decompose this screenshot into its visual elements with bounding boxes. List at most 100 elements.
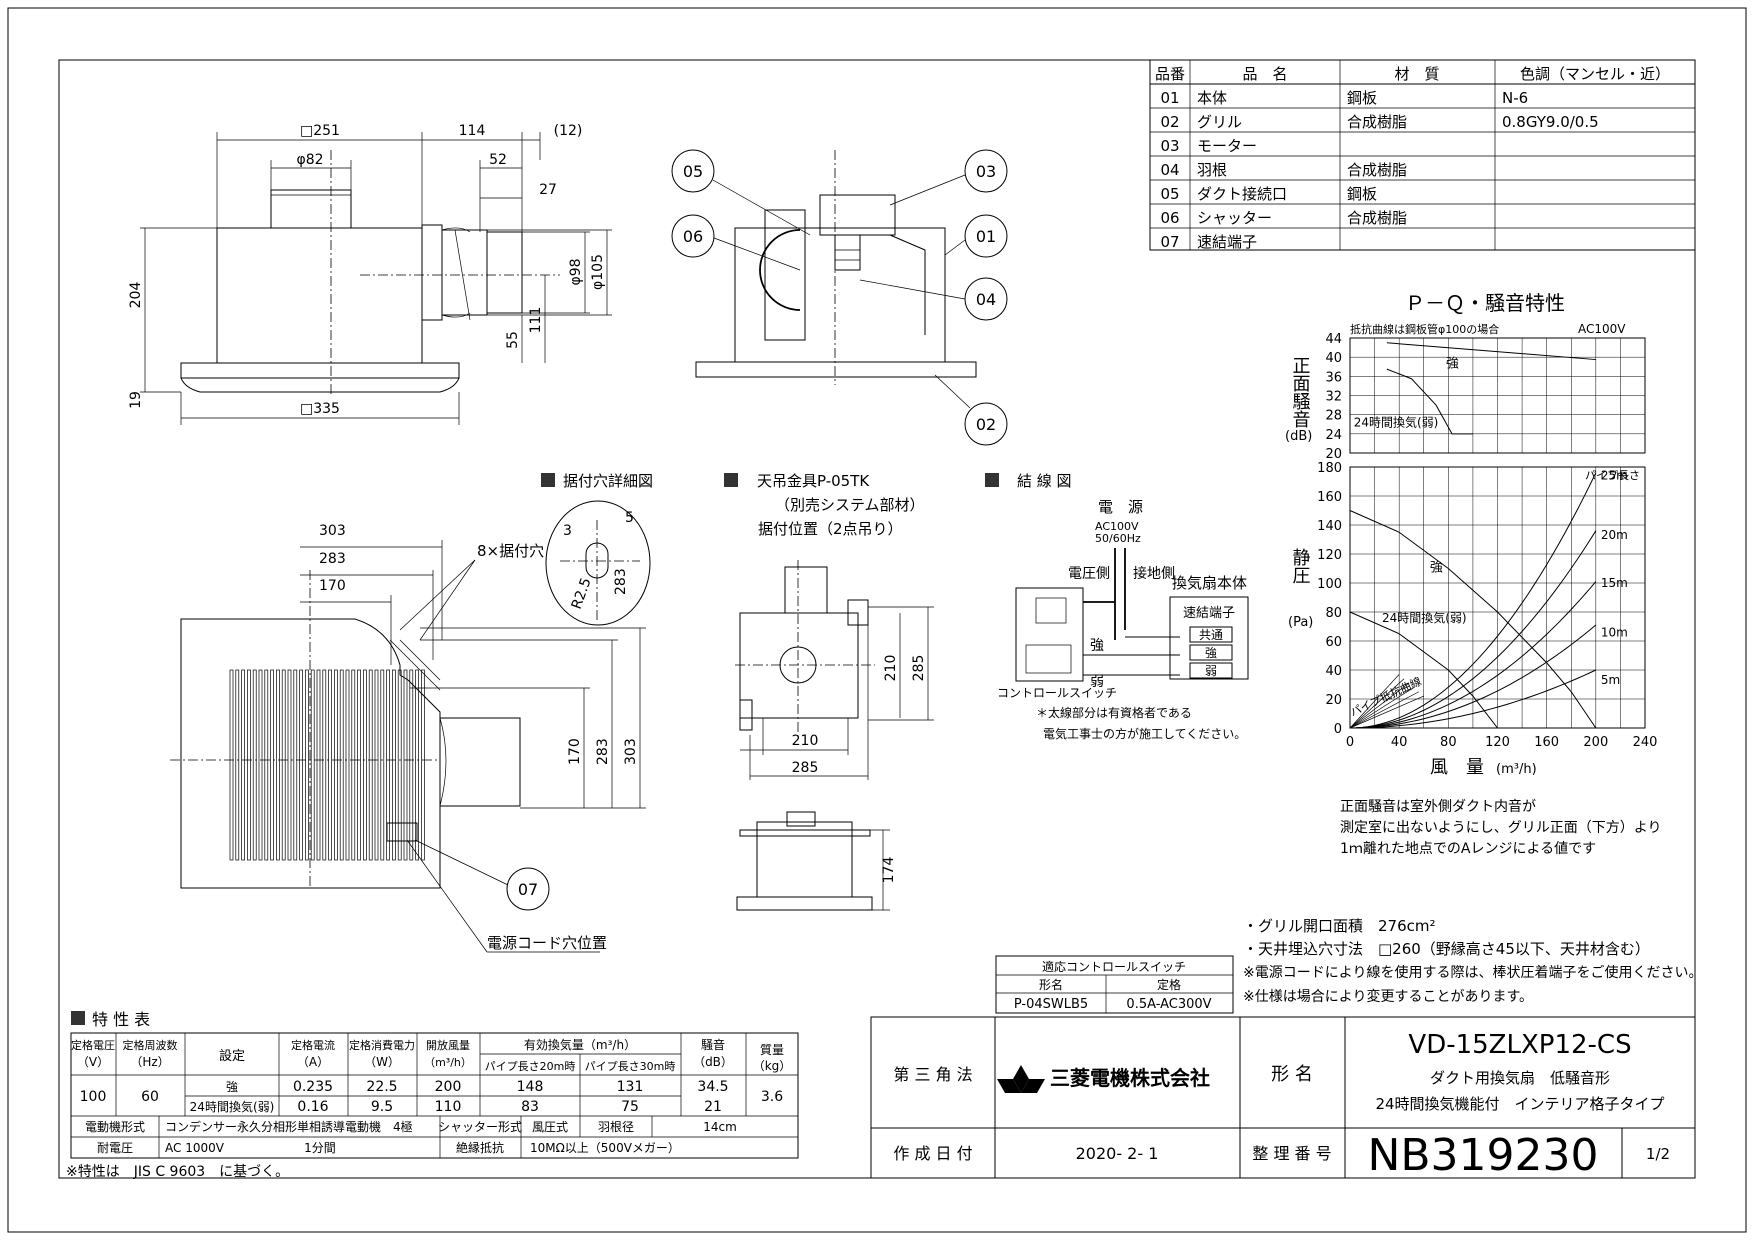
grille-slot	[328, 669, 332, 861]
spec-h-voltage: 定格電圧	[71, 1038, 115, 1052]
front-duct	[441, 229, 488, 316]
grille-slot	[392, 669, 396, 861]
parts-h-name: 品 名	[1242, 65, 1287, 83]
cord-hole-label: 電源コード穴位置	[487, 934, 607, 952]
dim-111: 111	[528, 307, 544, 334]
parts-cell-6-1: 速結端子	[1197, 233, 1257, 251]
hanger-dim-285-h: 285	[792, 760, 819, 776]
resistance-curve-2	[1349, 581, 1597, 729]
parts-cell-5-0: 06	[1160, 209, 1179, 227]
grille-slot	[421, 669, 425, 861]
callout-07: 07	[518, 880, 538, 899]
resistance-curve-3	[1349, 624, 1597, 729]
parts-cell-5-2: 合成樹脂	[1347, 209, 1407, 227]
dim-251: □251	[300, 123, 340, 139]
top-holes-label: 8×据付穴	[477, 542, 544, 560]
tb-projection: 第 三 角 法	[893, 1065, 972, 1084]
chart-note-2: 測定室に出ないようにし、グリル正面（下方）より	[1340, 819, 1661, 836]
grille-slot	[374, 669, 379, 861]
hanger-dim-174: 174	[881, 857, 897, 884]
pipe-fan-line	[1349, 687, 1415, 729]
dim-55: 55	[505, 331, 521, 349]
spec-withstand: AC 1000V	[165, 1141, 225, 1155]
spec-h-power-u: （W）	[364, 1055, 400, 1069]
resistance-curve-4	[1349, 669, 1597, 729]
noise-ytick-6: 44	[1325, 332, 1342, 347]
bullet-wiring	[985, 473, 999, 487]
general-note-3: ※電源コードにより線を使用する際は、棒状圧着端子をご使用ください。	[1243, 964, 1702, 981]
parts-cell-4-2: 鋼板	[1347, 185, 1377, 203]
parts-cell-1-0: 02	[1160, 113, 1179, 131]
spec-h-noise: 騒音	[701, 1037, 725, 1052]
resistance-label-2: 15m	[1601, 576, 1628, 590]
control-switch	[1015, 587, 1084, 682]
spec-h-open-u: （m³/h）	[424, 1056, 472, 1069]
pressure-xtick-4: 160	[1534, 735, 1559, 750]
resistance-curve-0	[1349, 472, 1597, 729]
hanger-subtitle: （別売システム部材）	[775, 496, 925, 514]
wiring-t-common: 共通	[1199, 628, 1223, 642]
top-duct	[439, 717, 521, 807]
noise-series-1	[1386, 368, 1473, 435]
parts-cell-3-0: 04	[1160, 161, 1179, 179]
grille-slot	[293, 669, 298, 861]
wiring-w-weak: 弱	[1090, 674, 1104, 690]
spec-insul: 10MΩ以上（500Vメガー）	[530, 1141, 680, 1155]
spec-mass: 3.6	[761, 1089, 783, 1105]
wiring-side-ground: 接地側	[1133, 565, 1175, 582]
spec-h-open: 開放風量	[426, 1038, 470, 1052]
parts-cell-6-0: 07	[1160, 233, 1179, 251]
wiring-terminal: 速結端子	[1183, 606, 1235, 621]
pressure-yunit: (Pa)	[1288, 615, 1313, 630]
parts-cell-2-1: モーター	[1197, 137, 1257, 155]
grille-slot	[310, 669, 315, 861]
switch-h-model: 形名	[1039, 977, 1063, 992]
spec-h-current: 定格電流	[291, 1038, 335, 1052]
pressure-ytick-9: 180	[1317, 461, 1342, 476]
noise-label-weak: 24時間換気(弱)	[1354, 415, 1439, 430]
spec-cell-0-3: 200	[435, 1079, 462, 1095]
spec-h-power: 定格消費電力	[349, 1038, 415, 1052]
pressure-ytick-8: 160	[1317, 490, 1342, 505]
spec-voltage: 100	[80, 1089, 107, 1105]
pressure-ylabel: 静圧	[1290, 548, 1311, 584]
section-view: 05 03 06 01 04 02	[671, 149, 1008, 446]
pipe-fan-line	[1349, 674, 1400, 729]
dim-12: (12)	[554, 123, 583, 139]
spec-insul-h: 絶縁抵抗	[456, 1140, 504, 1155]
noise-yunit: (dB)	[1285, 429, 1312, 444]
grille-slot	[351, 669, 356, 861]
pressure-xtick-3: 120	[1485, 735, 1510, 750]
pressure-label-weak: 24時間換気(弱)	[1382, 610, 1467, 625]
chart-title: Ｐ－Ｑ・騒音特性	[1405, 291, 1565, 315]
callout-05: 05	[683, 162, 703, 181]
wiring-switch-label: コントロールスイッチ	[997, 686, 1117, 700]
grille-slot	[258, 669, 263, 861]
mitsubishi-logo-icon	[997, 1065, 1045, 1093]
noise-ytick-3: 32	[1325, 390, 1342, 405]
parts-cell-3-1: 羽根	[1197, 161, 1227, 179]
spec-withstand-t: 1分間	[304, 1141, 336, 1155]
hanger-view: 210 285 210 285 174	[735, 560, 934, 911]
tb-model: VD-15ZLXP12-CS	[1408, 1030, 1631, 1060]
grille-slot	[409, 669, 414, 861]
pressure-label-strong: 強	[1430, 560, 1443, 575]
switch-h-rating: 定格	[1157, 977, 1181, 992]
dim-phi98: φ98	[568, 258, 584, 285]
spec-shutter-h: シャッター形式	[438, 1120, 522, 1134]
spec-h-setting: 設定	[219, 1048, 245, 1064]
tb-company: 三菱電機株式会社	[1050, 1066, 1210, 1090]
outer-frame	[7, 7, 1747, 1233]
grille-slot	[270, 669, 274, 861]
parts-cell-5-1: シャッター	[1197, 209, 1272, 227]
tb-model-label: 形 名	[1271, 1064, 1313, 1085]
top-dim-303-h: 303	[319, 523, 346, 539]
pipe-fan-line	[1349, 695, 1424, 729]
tb-desc1: ダクト用換気扇 低騒音形	[1430, 1069, 1610, 1087]
pipe-label: パイプ長さ	[1585, 469, 1640, 482]
grille-slot	[316, 669, 321, 861]
parts-cell-0-2: 鋼板	[1347, 89, 1377, 107]
pressure-ytick-1: 20	[1325, 693, 1342, 708]
spec-h-current-u: （A）	[297, 1055, 329, 1069]
wiring-title: 結 線 図	[1017, 472, 1072, 490]
